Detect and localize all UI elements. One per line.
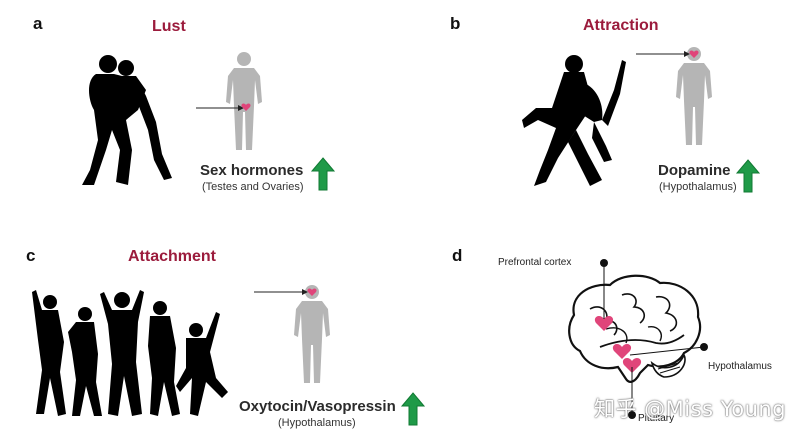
watermark: 知乎 @Miss Young bbox=[594, 397, 787, 421]
panel-title-lust: Lust bbox=[152, 18, 186, 35]
brain-outline-icon bbox=[568, 259, 708, 419]
label-pituitary: Pituitary bbox=[638, 413, 675, 424]
panel-letter-d: d bbox=[452, 246, 463, 265]
heart-icon bbox=[594, 316, 614, 331]
up-arrow-icon bbox=[400, 392, 426, 426]
label-prefrontal-cortex: Prefrontal cortex bbox=[498, 257, 572, 268]
panel-letter-b: b bbox=[450, 14, 461, 33]
hormone-sublabel-c: (Hypothalamus) bbox=[278, 417, 356, 429]
crowd-silhouette-icon bbox=[32, 290, 228, 416]
up-arrow-icon bbox=[310, 157, 336, 191]
panel-letter-c: c bbox=[26, 246, 36, 265]
couple-silhouette-icon bbox=[82, 55, 172, 185]
panel-letter-a: a bbox=[33, 14, 43, 33]
heart-icon bbox=[612, 344, 632, 359]
hormone-label-b: Dopamine bbox=[658, 162, 731, 179]
panel-title-attraction: Attraction bbox=[583, 17, 659, 34]
hormone-sublabel-a: (Testes and Ovaries) bbox=[202, 181, 304, 193]
human-figure-icon bbox=[636, 47, 712, 145]
human-figure-icon bbox=[254, 285, 330, 383]
heart-icon bbox=[241, 103, 251, 111]
hormone-label-a: Sex hormones bbox=[200, 162, 304, 179]
up-arrow-icon bbox=[735, 159, 761, 193]
heart-icon bbox=[622, 358, 642, 373]
hormone-sublabel-b: (Hypothalamus) bbox=[659, 181, 737, 193]
human-figure-icon bbox=[196, 52, 262, 150]
heart-icon bbox=[689, 50, 699, 58]
label-hypothalamus: Hypothalamus bbox=[708, 361, 772, 372]
heart-icon bbox=[307, 288, 317, 296]
panel-title-attachment: Attachment bbox=[128, 248, 217, 265]
hormone-label-c: Oxytocin/Vasopressin bbox=[239, 398, 396, 415]
dancing-couple-silhouette-icon bbox=[522, 55, 626, 186]
